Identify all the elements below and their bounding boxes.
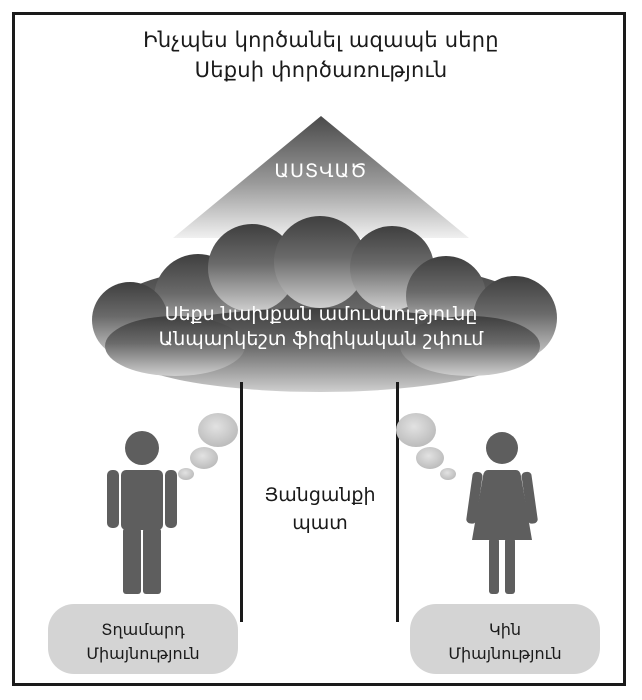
woman-label: Կին <box>489 620 521 639</box>
woman-pill <box>410 604 600 674</box>
woman-figure-icon <box>466 432 538 594</box>
woman-loneliness-label: Միայնություն <box>448 644 562 663</box>
man-label: Տղամարդ <box>101 620 185 639</box>
wall-label-line2: պատ <box>292 512 348 534</box>
wall-label-line1: Յանցանքի <box>264 484 376 506</box>
cloud-label-line1: Սեքս նախքան ամուսնությունը <box>164 303 478 325</box>
man-pill <box>48 604 238 674</box>
cloud-label-line2: Անպարկեշտ ֆիզիկական շփում <box>158 328 484 350</box>
god-label: ԱՍՏՎԱԾ <box>274 160 368 182</box>
god-pyramid <box>173 116 469 238</box>
diagram-title: Ինչպես կործանել ազապե սերը <box>143 28 499 52</box>
sin-cloud <box>92 216 557 392</box>
man-loneliness-label: Միայնություն <box>86 644 200 663</box>
thought-bubbles-left <box>178 413 238 480</box>
diagram-subtitle: Սեքսի փործառություն <box>194 58 448 82</box>
wall-line-right <box>396 382 399 622</box>
wall-line-left <box>240 382 243 622</box>
thought-bubbles-right <box>396 413 456 480</box>
man-figure-icon <box>107 431 177 594</box>
